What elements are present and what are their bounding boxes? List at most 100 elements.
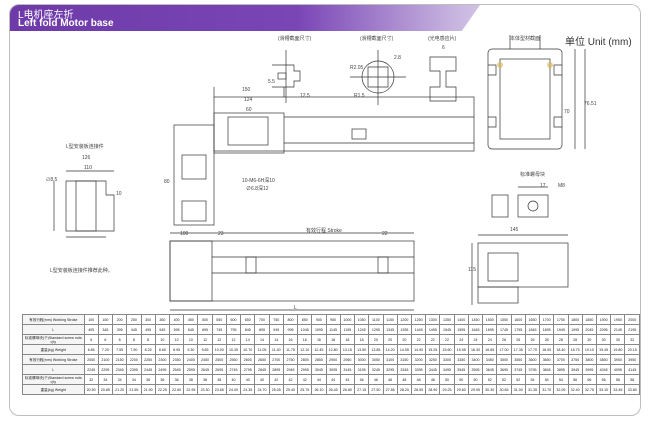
table-cell: 3545 <box>453 364 469 375</box>
table-cell: 945 <box>268 324 284 335</box>
table-cell: 36 <box>168 374 185 385</box>
table-cell: 24.35 <box>240 384 256 395</box>
dim-2-8: 2.8 <box>394 55 401 61</box>
table-cell: 2395 <box>126 364 142 375</box>
table-cell: 1445 <box>410 324 427 335</box>
row-header: 重量(kg) Weight <box>22 384 85 395</box>
end-view <box>471 234 569 305</box>
table-cell: 595 <box>168 324 185 335</box>
table-cell: 50 <box>439 374 455 385</box>
table-cell: 8 <box>112 334 128 345</box>
table-cell: 2745 <box>225 364 242 375</box>
label-screw-hole: 10-M6-6H深10 <box>242 178 275 184</box>
row-header: L <box>22 324 85 335</box>
table-cell: 2195 <box>624 324 640 335</box>
table-cell: 3400 <box>467 354 484 365</box>
profile-section <box>487 35 586 150</box>
table-cell: 52 <box>510 374 526 385</box>
table-cell: 18.75 <box>567 344 583 355</box>
table-cell: 40 <box>225 374 242 385</box>
table-cell: 2250 <box>140 354 156 365</box>
table-cell: 1800 <box>567 314 583 325</box>
table-cell: 3695 <box>496 364 512 375</box>
table-cell: 1400 <box>453 314 469 325</box>
table-cell: 40 <box>254 374 270 385</box>
table-cell: 56 <box>581 374 598 385</box>
table-cell: 2845 <box>254 364 270 375</box>
table-cell: 19.10 <box>581 344 598 355</box>
table-cell: 3750 <box>567 354 583 365</box>
table-cell: 22.60 <box>168 384 185 395</box>
table-cell: 30 <box>596 334 612 345</box>
table-cell: 345 <box>97 324 114 335</box>
table-cell: 2200 <box>126 354 142 365</box>
dim-60: 60 <box>246 107 252 113</box>
table-cell: 26 <box>524 334 541 345</box>
table-cell: 46 <box>382 374 398 385</box>
dim-80: 80 <box>164 179 170 185</box>
table-cell: 26 <box>510 334 526 345</box>
table-cell: 3100 <box>382 354 398 365</box>
label-upper-slot: (滑槽截面尺寸) <box>360 36 394 42</box>
dim-10: 10 <box>116 191 122 197</box>
table-cell: 12.10 <box>297 344 313 355</box>
dim-r1: R1.5 <box>354 93 365 99</box>
table-cell: 10.35 <box>225 344 242 355</box>
row-header: 标准螺母块(个)Standard screw nuts q'ty <box>22 334 85 345</box>
table-cell: 2550 <box>225 354 242 365</box>
dim-115: 115 <box>468 267 476 273</box>
dim-5-5: 5.5 <box>268 79 275 85</box>
label-pin: ∅6.8深12 <box>246 186 269 192</box>
table-cell: 250 <box>126 314 142 325</box>
table-cell: 2750 <box>282 354 299 365</box>
table-cell: 30.65 <box>496 384 512 395</box>
table-cell: 2450 <box>197 354 213 365</box>
table-cell: 13.85 <box>368 344 384 355</box>
table-cell: 56 <box>567 374 583 385</box>
table-cell: 22 <box>425 334 441 345</box>
table-cell: 16.30 <box>467 344 484 355</box>
table-cell: 650 <box>240 314 256 325</box>
table-cell: 50 <box>467 374 484 385</box>
table-cell: 2350 <box>168 354 185 365</box>
table-cell: 2045 <box>581 324 598 335</box>
table-cell: 3495 <box>439 364 455 375</box>
table-cell: 2700 <box>268 354 284 365</box>
table-cell: 550 <box>211 314 227 325</box>
slot-section-2 <box>350 50 406 105</box>
table-cell: 26 <box>496 334 512 345</box>
table-cell: 46 <box>354 374 370 385</box>
dim-23: 23 <box>218 231 224 237</box>
table-cell: 695 <box>197 324 213 335</box>
table-cell: 28 <box>553 334 569 345</box>
table-cell: 32.40 <box>567 384 583 395</box>
side-view <box>169 232 415 311</box>
table-cell: 1650 <box>524 314 541 325</box>
table-cell: 12 <box>225 334 242 345</box>
table-cell: 3895 <box>553 364 569 375</box>
label-stroke: 有效行程 Stroke <box>306 228 342 234</box>
table-cell: 30.30 <box>482 384 498 395</box>
table-cell: 17.35 <box>510 344 526 355</box>
table-cell: 3395 <box>410 364 427 375</box>
table-cell: 12.45 <box>311 344 327 355</box>
table-cell: 21.20 <box>112 384 128 395</box>
table-cell: 24.00 <box>225 384 242 395</box>
table-cell: 2495 <box>154 364 170 375</box>
table-cell: 18.40 <box>553 344 569 355</box>
table-cell: 3500 <box>496 354 512 365</box>
table-cell: 36 <box>154 374 170 385</box>
table-cell: 8.95 <box>168 344 185 355</box>
table-cell: 44 <box>339 374 356 385</box>
table-cell: 58 <box>610 374 626 385</box>
table-cell: 19.45 <box>596 344 612 355</box>
table-cell: 52 <box>496 374 512 385</box>
table-cell: 11.75 <box>282 344 299 355</box>
table-cell: 28.55 <box>410 384 427 395</box>
table-cell: 24 <box>482 334 498 345</box>
table-cell: 56 <box>596 374 612 385</box>
table-cell: 15.25 <box>425 344 441 355</box>
table-cell: 1045 <box>297 324 313 335</box>
